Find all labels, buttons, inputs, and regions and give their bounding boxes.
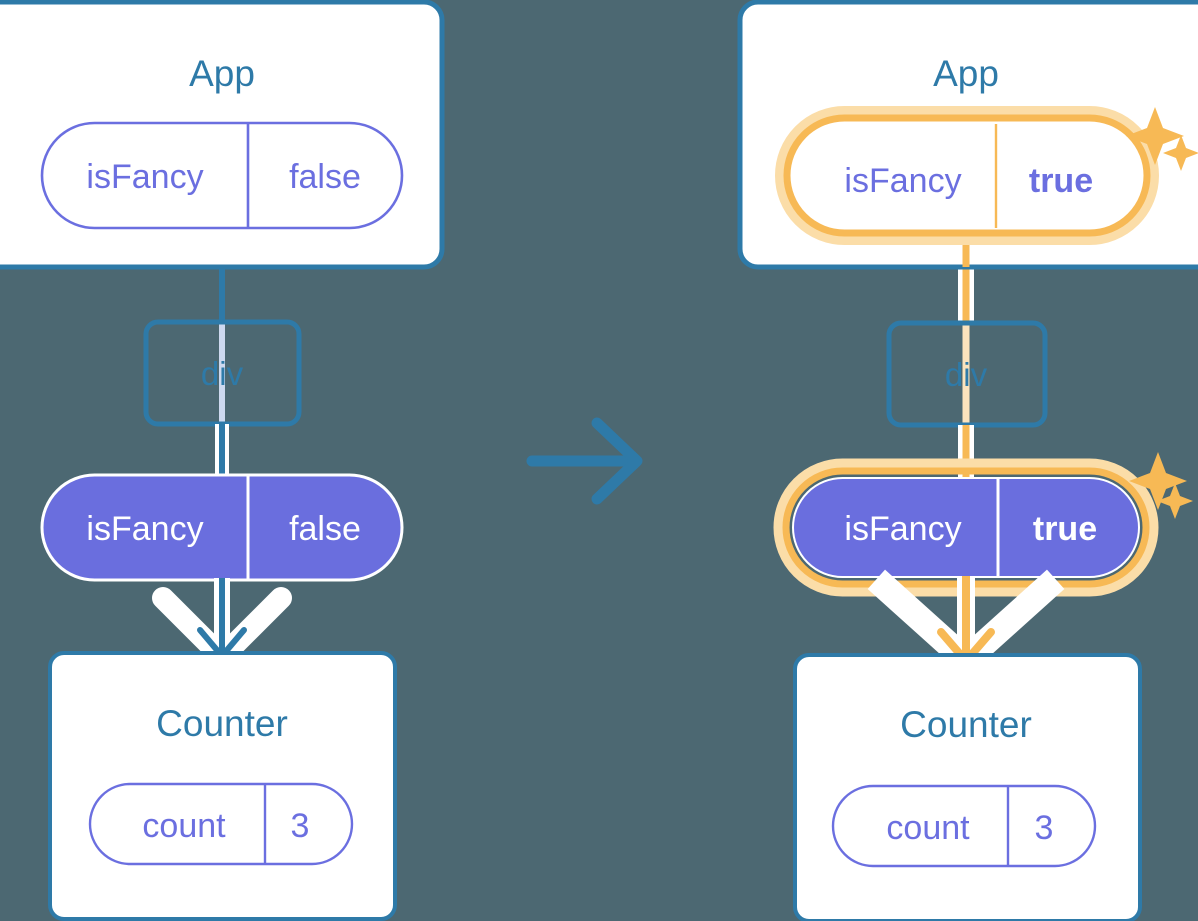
sparkle-icon-small-prop-right [1157, 483, 1193, 519]
arrow-right-icon [526, 417, 643, 505]
app-state-pill-ring-right [783, 114, 1151, 237]
sparkle-icon-large-app-right [1126, 107, 1184, 165]
app-state-pill-left [40, 121, 404, 230]
prop-pill-right [792, 477, 1140, 578]
app-state-pill-glow-right [775, 106, 1159, 245]
sparkle-icon-large-prop-right [1129, 452, 1187, 510]
prop-pill-left [40, 473, 404, 582]
counter-state-pill-right [831, 784, 1097, 868]
counter-state-pill-left [88, 782, 354, 866]
sparkle-icon-small-app-right [1163, 135, 1198, 171]
